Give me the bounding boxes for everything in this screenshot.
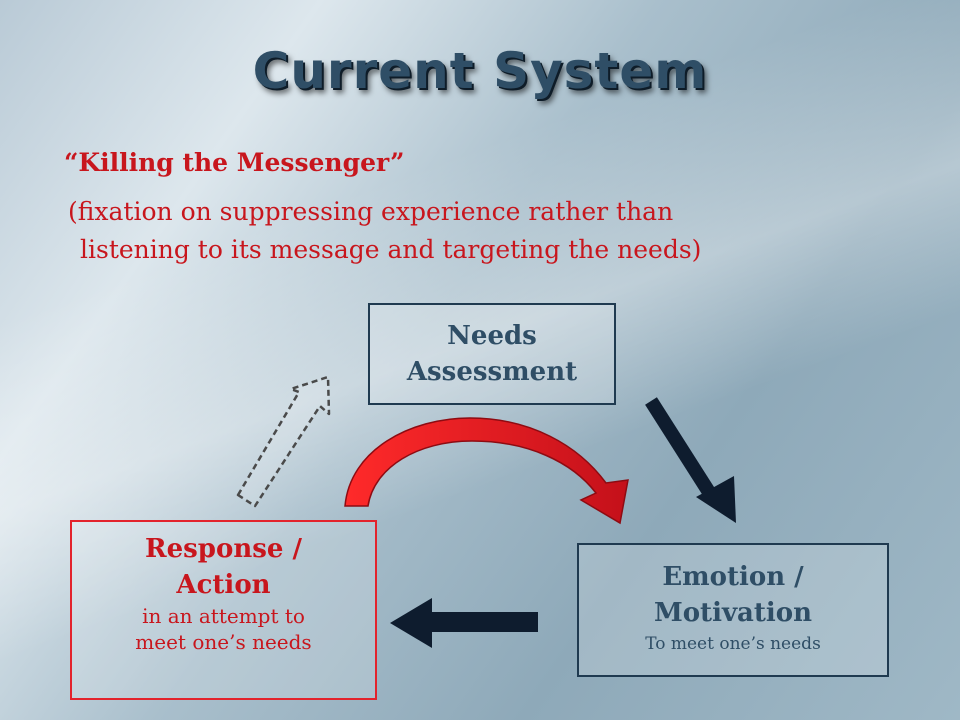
emotion-box-line-2: Motivation	[653, 598, 813, 628]
emotion-box-description: To meet one’s needs	[645, 634, 821, 654]
slide-quote: “Killing the Messenger”	[64, 148, 405, 177]
subtitle-line-1: (fixation on suppressing experience rath…	[68, 197, 674, 226]
red-curved-arrow	[344, 417, 629, 525]
dashed-arrow-response-to-needs	[236, 375, 331, 508]
response-action-box: Response / Action in an attempt to meet …	[70, 520, 377, 700]
response-box-description-1: in an attempt to	[142, 604, 305, 628]
response-box-description-2: meet one’s needs	[135, 630, 312, 654]
slide-title: Current System	[252, 42, 708, 100]
needs-assessment-box: Needs Assessment	[368, 303, 616, 405]
arrow-needs-to-emotion	[645, 397, 736, 523]
emotion-box-line-1: Emotion /	[662, 562, 804, 592]
needs-box-line-1: Needs	[447, 321, 537, 351]
emotion-motivation-box: Emotion / Motivation To meet one’s needs	[577, 543, 889, 677]
response-box-line-1: Response /	[145, 534, 302, 564]
slide-subtitle: (fixation on suppressing experience rath…	[68, 193, 701, 269]
needs-box-line-2: Assessment	[406, 357, 578, 387]
subtitle-line-2: listening to its message and targeting t…	[80, 235, 702, 264]
response-box-line-2: Action	[176, 570, 271, 600]
arrow-emotion-to-response	[390, 598, 538, 648]
